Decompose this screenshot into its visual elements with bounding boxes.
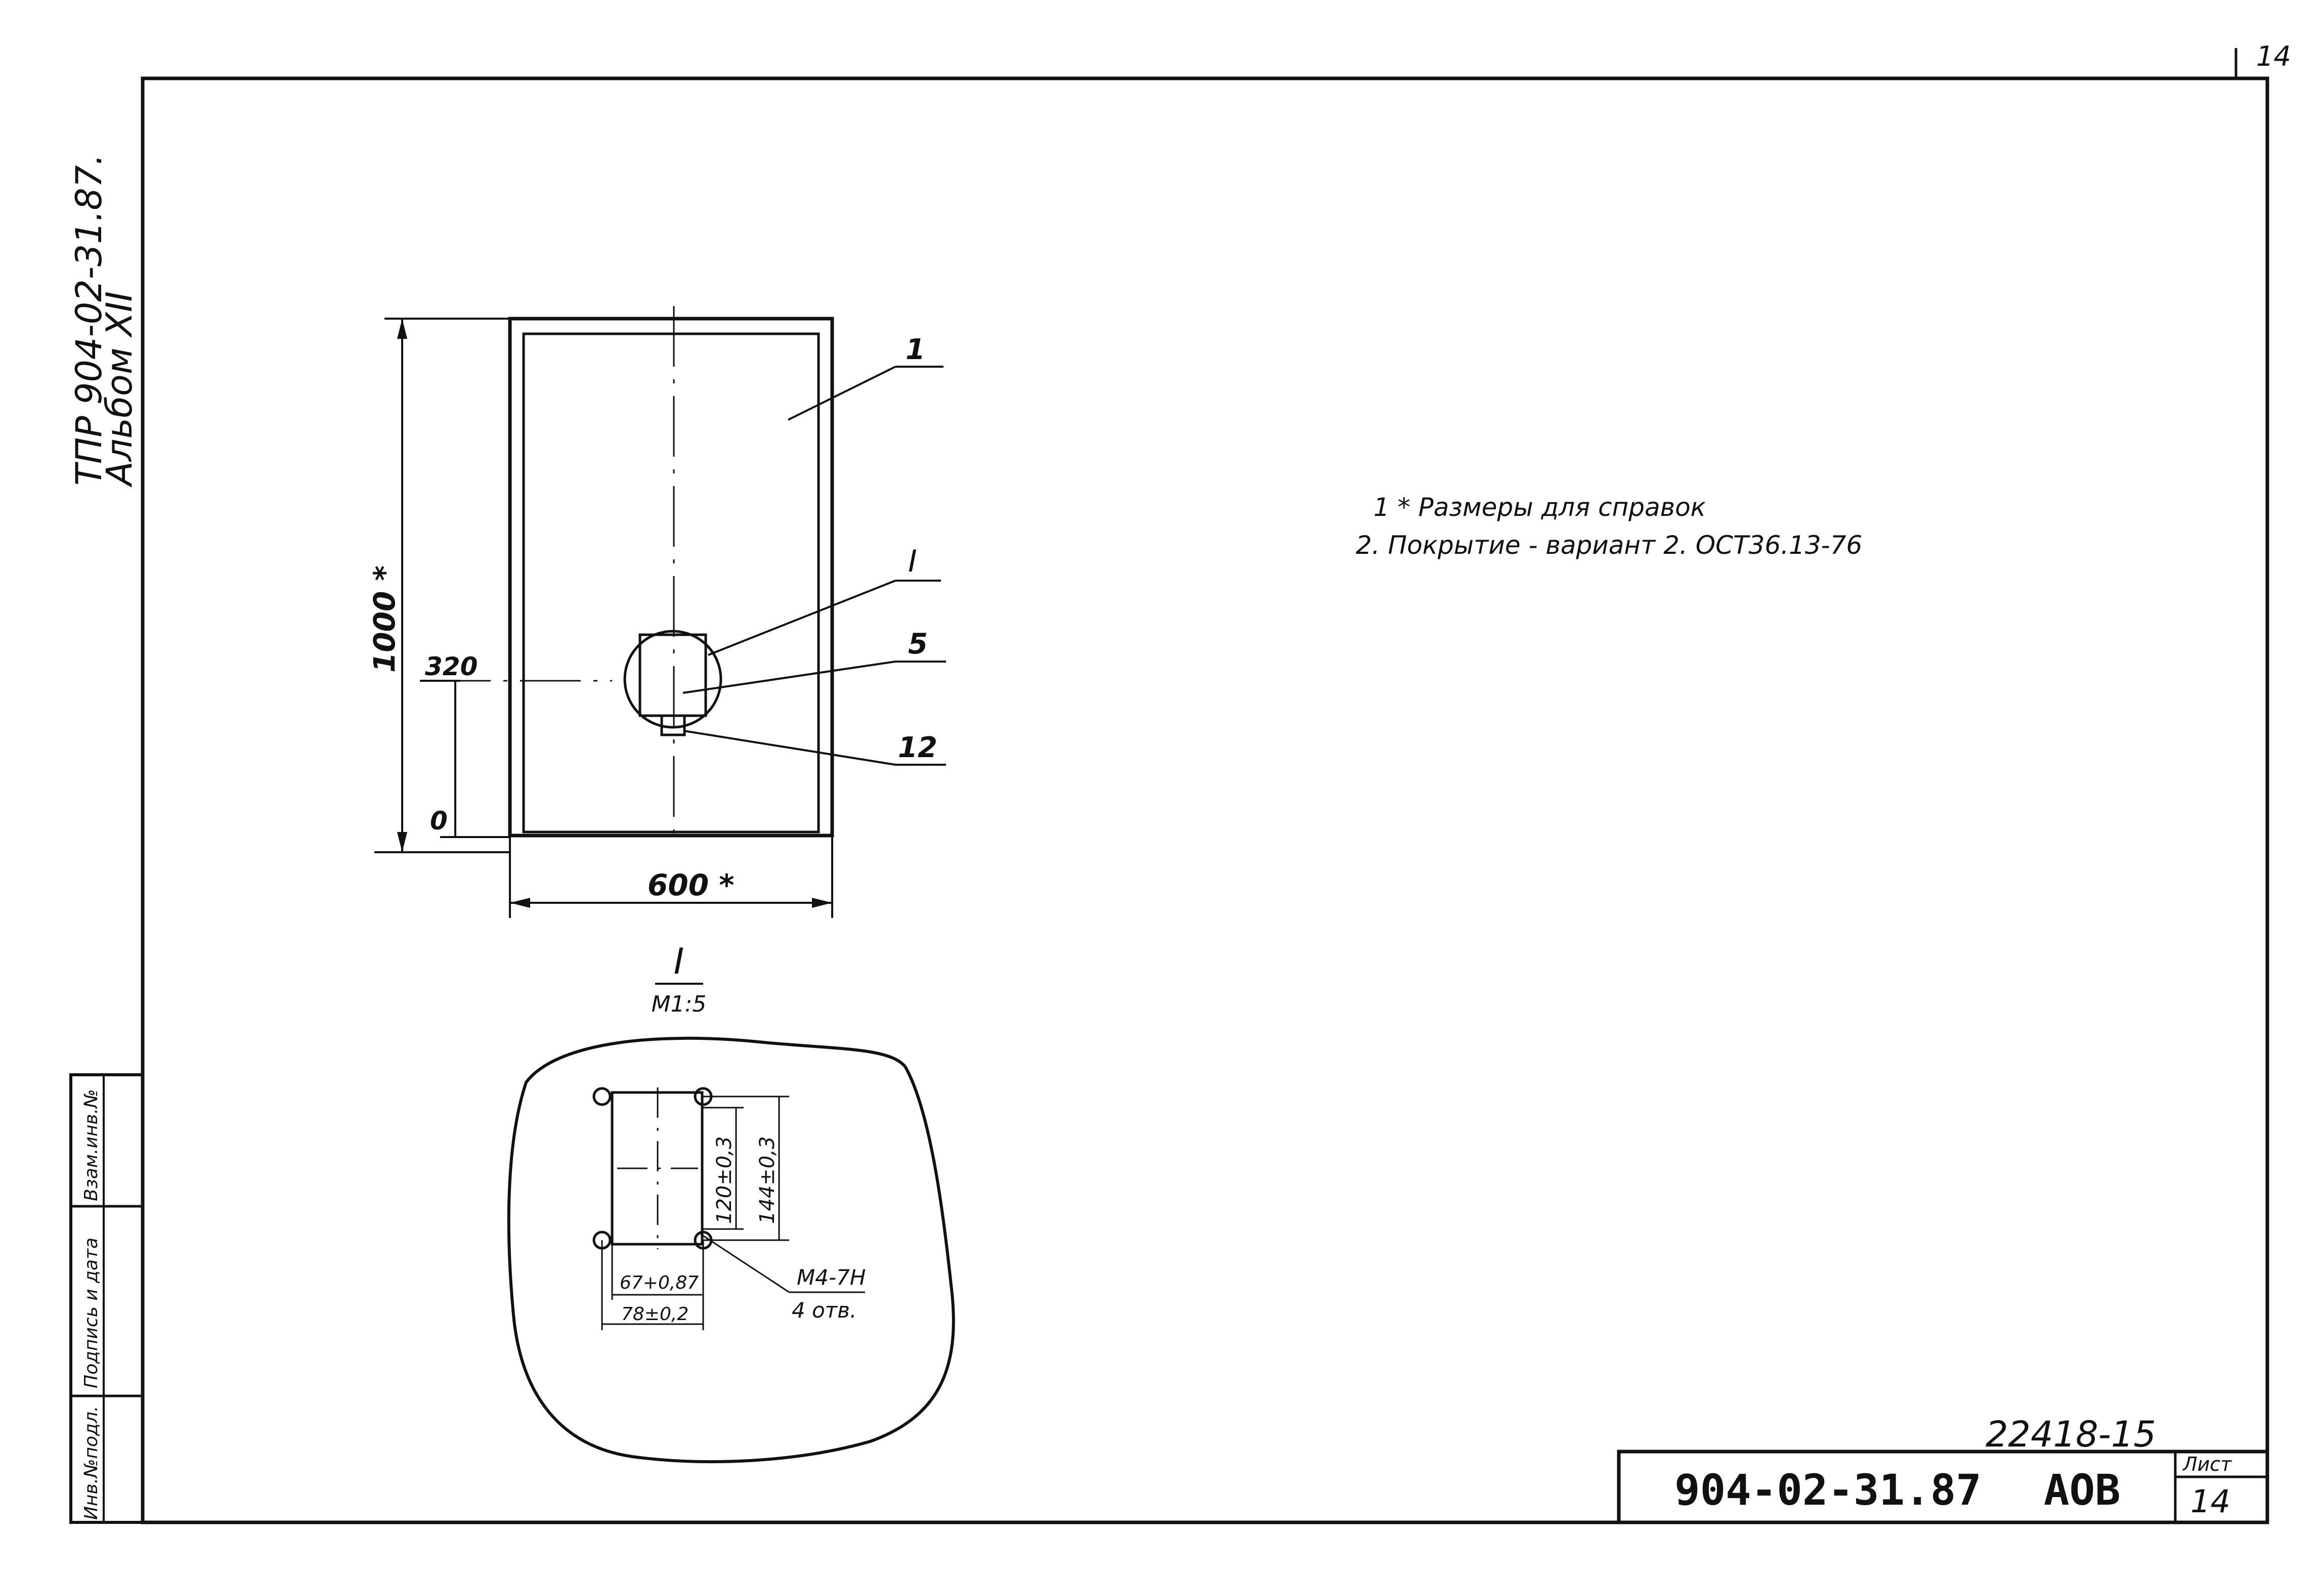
- side-title-line1: ТПР 904-02-31.87.: [68, 154, 110, 486]
- leader-line: [708, 580, 896, 656]
- sheet-number: 14: [2190, 1483, 2230, 1520]
- callout-12: 12: [898, 731, 937, 764]
- hole-top-left: [592, 1087, 612, 1106]
- note-2: 2. Покрытие - вариант 2. ОСТ36.13-76: [1356, 531, 1862, 560]
- stamp-replaced-inv: Взам.инв.№: [81, 1089, 102, 1201]
- holes-label: 4 отв.: [792, 1298, 856, 1323]
- arrow: [397, 319, 407, 339]
- detail-view: I М1:5 120±0,3 144±0,3 67+0,87 78±0,2 М4…: [507, 941, 955, 1463]
- title-block: 22418-15 904-02-31.87 АОВ Лист 14: [1617, 1414, 2269, 1524]
- doc-code: 904-02-31.87: [1674, 1465, 1982, 1515]
- thread-leader: [700, 1233, 790, 1293]
- socket-box: [638, 633, 707, 717]
- side-title-line2: Альбом XII: [99, 291, 140, 488]
- socket-plug: [660, 714, 686, 736]
- callout-1: 1: [906, 333, 925, 366]
- stamp-signature-date: Подпись и дата: [81, 1238, 102, 1388]
- leader-line: [683, 730, 896, 766]
- detail-circle: [623, 630, 722, 729]
- thread-label: М4-7Н: [797, 1265, 866, 1290]
- arrow: [812, 898, 832, 908]
- mark: АОВ: [2044, 1465, 2121, 1515]
- stamp-column-frame: [69, 1073, 144, 1524]
- panel-outline: [508, 317, 834, 838]
- note-1: 1 * Размеры для справок: [1373, 493, 1706, 522]
- callout-5: 5: [908, 628, 928, 661]
- stamp-column: Инв.№подл. Подпись и дата Взам.инв.№: [69, 1073, 144, 1524]
- stamp-inv-original: Инв.№подл.: [81, 1406, 102, 1520]
- dim-67-label: 67+0,87: [620, 1273, 699, 1293]
- detail-scale: М1:5: [652, 991, 707, 1017]
- sheet-label: Лист: [2182, 1453, 2232, 1475]
- detail-break-outline: [507, 1036, 955, 1463]
- sheet-frame: [141, 76, 2269, 1524]
- dimensions: 1000 * 320 0 600 *: [367, 318, 833, 918]
- arrow: [510, 898, 530, 908]
- leader-line: [682, 661, 896, 694]
- title-block-frame: [1617, 1450, 2269, 1524]
- dim-120-label: 120±0,3: [713, 1136, 736, 1224]
- detail-title: I: [674, 941, 684, 982]
- arrow: [397, 832, 407, 852]
- level-320-label: 320: [425, 652, 478, 681]
- dim-width-label: 600 *: [648, 868, 735, 902]
- dim-144-label: 144±0,3: [756, 1136, 779, 1224]
- side-title: ТПР 904-02-31.87. Альбом XII: [68, 154, 140, 488]
- leader-line: [788, 366, 896, 421]
- page-number: 14: [2256, 40, 2291, 72]
- callout-I: I: [908, 544, 917, 579]
- inventory-number: 22418-15: [1986, 1414, 2156, 1455]
- panel-inner-outline: [522, 332, 820, 834]
- panel-drawing: [430, 306, 834, 845]
- callouts: 1 I 5 12: [682, 333, 946, 766]
- notes: 1 * Размеры для справок 2. Покрытие - ва…: [1356, 493, 1862, 560]
- level-0-label: 0: [430, 806, 448, 836]
- dim-78-label: 78±0,2: [621, 1304, 688, 1325]
- dim-height-label: 1000 *: [367, 565, 402, 673]
